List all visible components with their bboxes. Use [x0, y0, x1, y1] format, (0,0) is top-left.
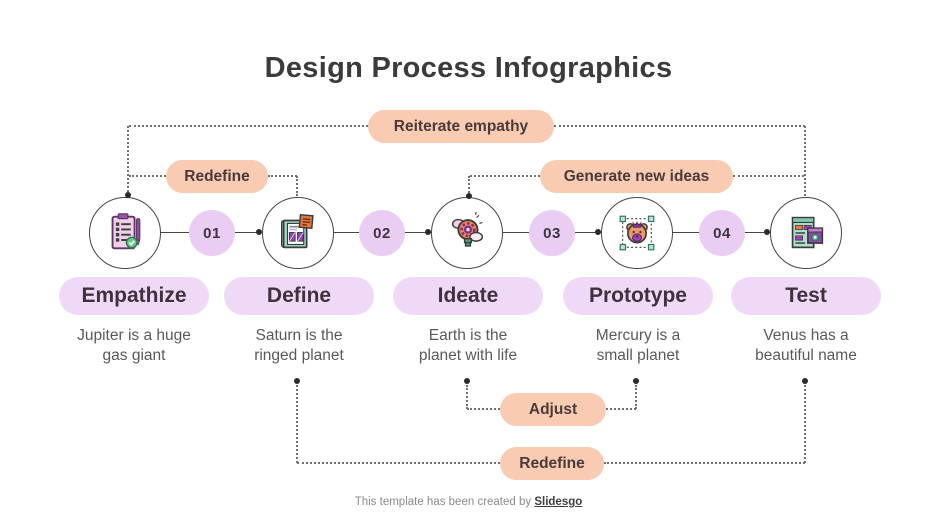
stage-desc-test: Venus has a beautiful name — [718, 326, 894, 367]
stage-desc-empathize: Jupiter is a huge gas giant — [46, 326, 222, 367]
desc-line: planet with life — [418, 347, 518, 365]
desc-line: Mercury is a — [595, 327, 681, 344]
desc-line: Earth is the — [428, 327, 508, 344]
stage-pill-define: Define — [224, 277, 374, 315]
step-number-text: 04 — [713, 224, 731, 242]
connector-dot-empathize-top — [125, 192, 131, 198]
desc-line: small planet — [596, 347, 680, 365]
connector-dot-prototype-bottom — [633, 378, 639, 384]
connector-ideate-vertical — [468, 176, 470, 196]
loop-label-redefine-bottom: Redefine — [500, 447, 604, 480]
step-number-text: 02 — [373, 224, 391, 242]
stage-name: Test — [785, 284, 827, 307]
arrow-dot-test — [764, 229, 770, 235]
connector-redefine-top-left — [129, 175, 166, 177]
connector-dot-define-bottom — [294, 378, 300, 384]
loop-label-text: Redefine — [184, 167, 250, 185]
connector-define-bottom-vertical — [296, 385, 298, 463]
desc-line: ringed planet — [254, 347, 344, 365]
slidesgo-link[interactable]: Slidesgo — [534, 496, 583, 508]
stage-pill-ideate: Ideate — [393, 277, 543, 315]
connector-redefine-bottom-right — [604, 462, 805, 464]
clipboard-checklist-icon — [111, 213, 141, 250]
desc-line: gas giant — [102, 347, 166, 365]
step-number-01: 01 — [189, 210, 235, 256]
connector-adjust-right — [606, 408, 636, 410]
desc-line: beautiful name — [755, 347, 857, 365]
stage-circle-ideate — [431, 197, 503, 269]
stage-pill-prototype: Prototype — [563, 277, 713, 315]
footer-credit: This template has been created by Slides… — [0, 496, 937, 508]
arrow-dot-define — [256, 229, 262, 235]
connector-reiterate-left — [129, 125, 368, 127]
desc-line: Venus has a — [763, 327, 849, 344]
stage-name: Define — [266, 284, 332, 307]
arrow-dot-prototype — [595, 229, 601, 235]
stage-circle-prototype — [601, 197, 673, 269]
stage-desc-prototype: Mercury is a small planet — [550, 326, 726, 367]
step-number-text: 01 — [203, 224, 221, 242]
stage-desc-ideate: Earth is the planet with life — [380, 326, 556, 367]
blueprint-icon — [280, 213, 314, 249]
loop-label-text: Generate new ideas — [563, 167, 710, 185]
connector-redefine-top-right — [268, 175, 297, 177]
connector-test-vertical — [804, 126, 806, 196]
connector-define-vertical — [296, 176, 298, 196]
page-title: Design Process Infographics — [264, 52, 673, 84]
connector-generate-left — [470, 175, 540, 177]
stage-desc-define: Saturn is the ringed planet — [211, 326, 387, 367]
connector-prototype-bottom-vertical — [635, 385, 637, 409]
idea-gear-icon — [451, 211, 484, 247]
connector-dot-ideate-top — [466, 193, 472, 199]
loop-label-text: Reiterate empathy — [393, 117, 529, 135]
stage-circle-define — [262, 197, 334, 269]
footer-text: This template has been created by — [354, 496, 535, 508]
step-number-04: 04 — [699, 210, 745, 256]
desc-line: Jupiter is a huge — [77, 327, 191, 344]
stage-pill-test: Test — [731, 277, 881, 315]
connector-redefine-bottom-left — [297, 462, 500, 464]
stage-circle-empathize — [89, 197, 161, 269]
connector-dot-test-bottom — [802, 378, 808, 384]
arrow-dot-ideate — [425, 229, 431, 235]
connector-test-bottom-vertical — [804, 385, 806, 463]
stage-pill-empathize: Empathize — [59, 277, 209, 315]
connector-reiterate-right — [554, 125, 805, 127]
step-number-text: 03 — [543, 224, 561, 242]
desc-line: Saturn is the — [255, 327, 343, 344]
stage-name: Prototype — [588, 284, 687, 307]
connector-empathize-vertical — [127, 126, 129, 196]
step-number-02: 02 — [359, 210, 405, 256]
teddy-bear-selection-icon — [619, 215, 655, 251]
connector-dot-ideate-bottom — [464, 378, 470, 384]
stage-name: Ideate — [437, 284, 499, 307]
stage-name: Empathize — [81, 284, 187, 307]
stage-circle-test — [770, 197, 842, 269]
loop-label-redefine-top: Redefine — [166, 160, 268, 193]
loop-label-text: Redefine — [519, 454, 585, 472]
step-number-03: 03 — [529, 210, 575, 256]
loop-label-generate-new-ideas: Generate new ideas — [540, 160, 733, 193]
browser-review-icon — [791, 216, 824, 249]
loop-label-text: Adjust — [528, 400, 578, 418]
loop-label-adjust: Adjust — [500, 393, 606, 426]
connector-generate-right — [733, 175, 804, 177]
loop-label-reiterate-empathy: Reiterate empathy — [368, 110, 554, 143]
connector-adjust-left — [467, 408, 500, 410]
connector-ideate-bottom-vertical — [466, 385, 468, 409]
